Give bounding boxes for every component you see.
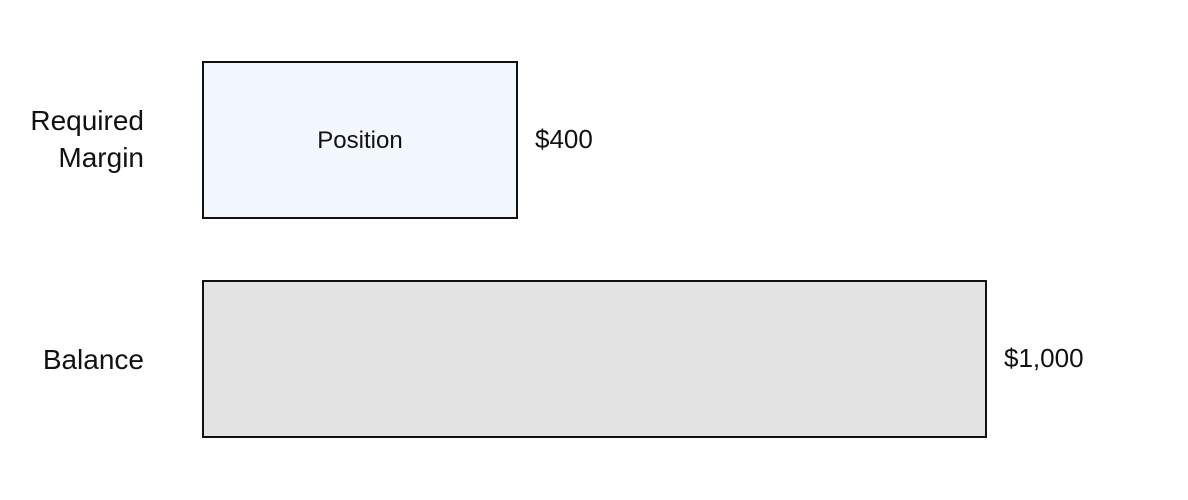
- balance-label: Balance: [42, 344, 144, 375]
- balance-box: [202, 280, 987, 438]
- balance-amount: $1,000: [1004, 343, 1084, 373]
- required-margin-amount: $400: [535, 124, 593, 154]
- required-margin-label-line2: Margin: [58, 142, 144, 173]
- required-margin-label: Required Margin: [30, 102, 144, 176]
- required-margin-label-line1: Required: [30, 105, 144, 136]
- position-box-label: Position: [317, 127, 403, 154]
- position-box: Position: [202, 61, 518, 219]
